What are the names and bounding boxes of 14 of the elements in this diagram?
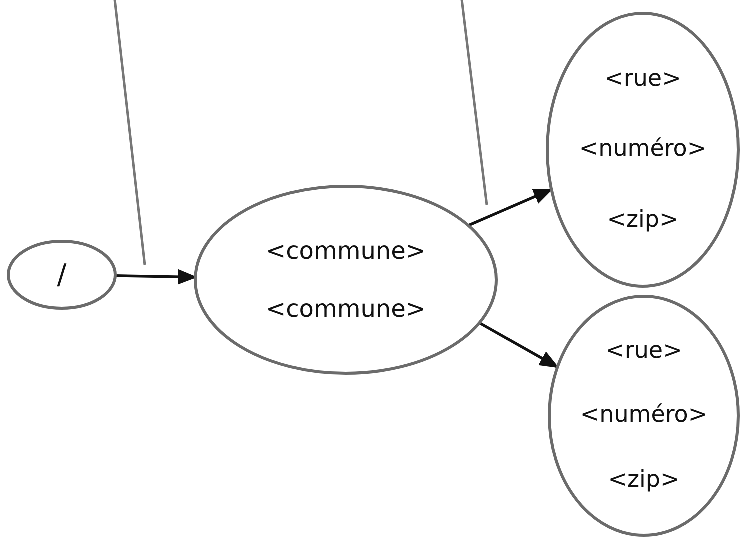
node-label: <commune> <box>266 296 426 322</box>
node-label: <rue> <box>604 67 682 92</box>
node-label: <zip> <box>607 208 679 233</box>
node-label: / <box>57 260 67 290</box>
ellipse-node <box>7 240 117 310</box>
ellipse-node <box>548 295 740 537</box>
node-label: <commune> <box>266 238 426 264</box>
ellipse-node <box>194 185 498 375</box>
node-label: <numéro> <box>579 137 707 163</box>
arrow <box>478 322 560 368</box>
node-label: <zip> <box>608 468 680 493</box>
ellipse-node <box>546 12 740 288</box>
node-label: <rue> <box>606 339 682 364</box>
node-label: <numéro> <box>580 403 708 429</box>
